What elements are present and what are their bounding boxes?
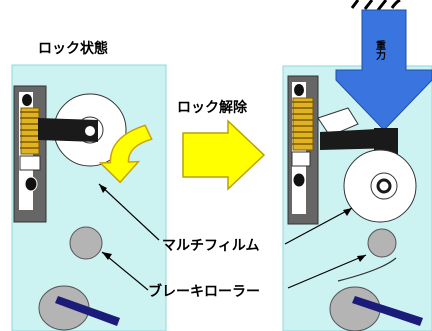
release-arrow: [182, 119, 266, 191]
pivot-pin-bottom: [24, 176, 38, 192]
multi-film-leader-right: [284, 207, 353, 245]
pivot-pin-top-right: [294, 84, 304, 96]
gravity-label: 重力: [374, 39, 386, 61]
gravity-arrow: [335, 9, 432, 131]
navy-bar-left: [55, 296, 120, 326]
pivot-pin-bottom-right: [292, 172, 306, 188]
spring: [20, 107, 40, 155]
lock-state-label: ロック状態: [38, 40, 108, 57]
navy-bar-right: [352, 296, 423, 326]
lever-arm: [38, 118, 98, 142]
brake-roller-left: [69, 226, 103, 260]
brake-roller-leader-right-head: [357, 255, 366, 262]
multi-film-leader-right-head: [343, 208, 352, 216]
rotation-arrow: [98, 124, 153, 184]
brake-roller-label: ブレーキローラー: [148, 283, 260, 300]
cropped-title-fragment: [350, 0, 401, 11]
lock-release-label: ロック解除: [177, 99, 248, 116]
spring-right: [292, 97, 314, 151]
pivot-pin-top: [22, 94, 32, 106]
callouts: マルチフィルム ブレーキローラー: [98, 183, 367, 300]
lever-axle: [83, 124, 97, 138]
multi-film-leader-left-head: [99, 184, 107, 193]
multi-film-leader-left: [98, 183, 160, 241]
multi-film-label: マルチフィルム: [162, 238, 259, 254]
lever-axle-right: [376, 178, 392, 194]
right-panel-released: 重力: [282, 9, 432, 331]
brake-roller-leader-left-head: [102, 252, 112, 260]
white-cam: [317, 107, 359, 137]
film-path-right: [337, 257, 397, 282]
brake-roller-leader-right: [287, 254, 367, 289]
release-transition: ロック解除: [177, 99, 266, 191]
white-latch: [19, 155, 41, 171]
brake-roller-right: [367, 228, 397, 258]
left-panel-locked: ロック状態: [11, 40, 167, 331]
white-latch-right: [291, 151, 311, 167]
brake-roller-leader-left: [101, 251, 149, 291]
